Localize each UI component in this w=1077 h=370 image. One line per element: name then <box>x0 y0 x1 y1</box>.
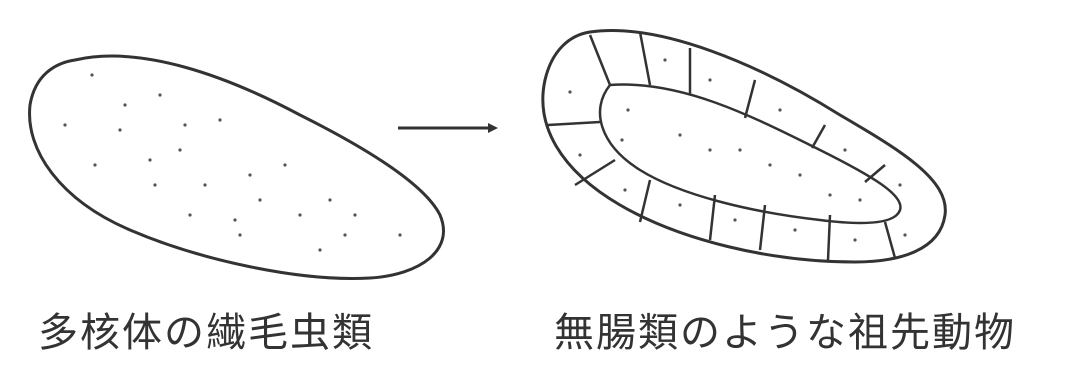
ciliate-organism <box>30 56 444 278</box>
ciliate-body-outline <box>30 56 444 278</box>
acoel-ancestor-label: 無腸類のような祖先動物 <box>554 300 1016 358</box>
ciliate-label: 多核体の繊毛虫類 <box>38 300 374 358</box>
acoel-ancestor-organism <box>543 31 945 262</box>
